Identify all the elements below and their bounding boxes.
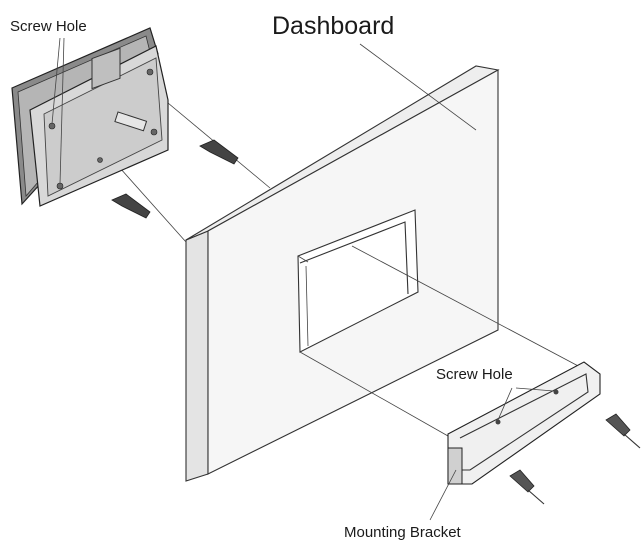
bracket-inner-edge [459,373,589,471]
guide-lines [119,43,583,437]
guide-line-upper [149,87,271,189]
guide-line-dashboard-label [359,43,477,131]
device-screw-5 [97,157,103,163]
device-shaft [114,111,148,132]
device-screw-3 [146,68,154,76]
screw-arrow-lower-icon [111,193,151,219]
mounting-bracket-leader [429,469,457,521]
screw-hole-label-right: Screw Hole [436,366,513,383]
bracket-screw-lower-shaft [527,489,545,505]
dashboard-side-face [185,230,209,482]
guide-line-bracket-top [351,245,583,369]
mounting-bracket-label: Mounting Bracket [344,524,461,541]
bracket-end-tab [447,447,463,485]
dashboard-label: Dashboard [272,12,395,40]
bracket-screw-lower-icon [509,469,535,493]
screw-hole-right-leader-2 [515,387,555,392]
screw-hole-top-leader-1 [51,37,61,125]
dashboard-cutout [297,209,419,353]
screw-arrow-upper-icon [199,139,239,165]
cutout-depth-top [299,221,409,295]
bracket-hole-2 [553,389,559,395]
device-connector [91,47,121,90]
screw-hole-right-leader-1 [497,387,513,421]
cutout-depth-left [305,265,309,347]
mounting-screws-right [509,413,641,505]
screw-hole-top-leader-2 [59,37,65,185]
bracket-screw-upper-icon [605,413,631,437]
guide-line-lower [119,167,187,243]
device-screw-4 [150,128,158,136]
bracket-hole-1 [495,419,501,425]
dashboard-panel [185,65,500,482]
guide-line-bracket-bottom [299,351,449,437]
screw-hole-label-top: Screw Hole [10,18,87,35]
head-unit-device [11,27,169,207]
mounting-bracket [429,361,601,521]
bracket-screw-upper-shaft [623,433,641,449]
mounting-screws-left [111,139,239,219]
cutout-depth-corner [297,255,309,263]
